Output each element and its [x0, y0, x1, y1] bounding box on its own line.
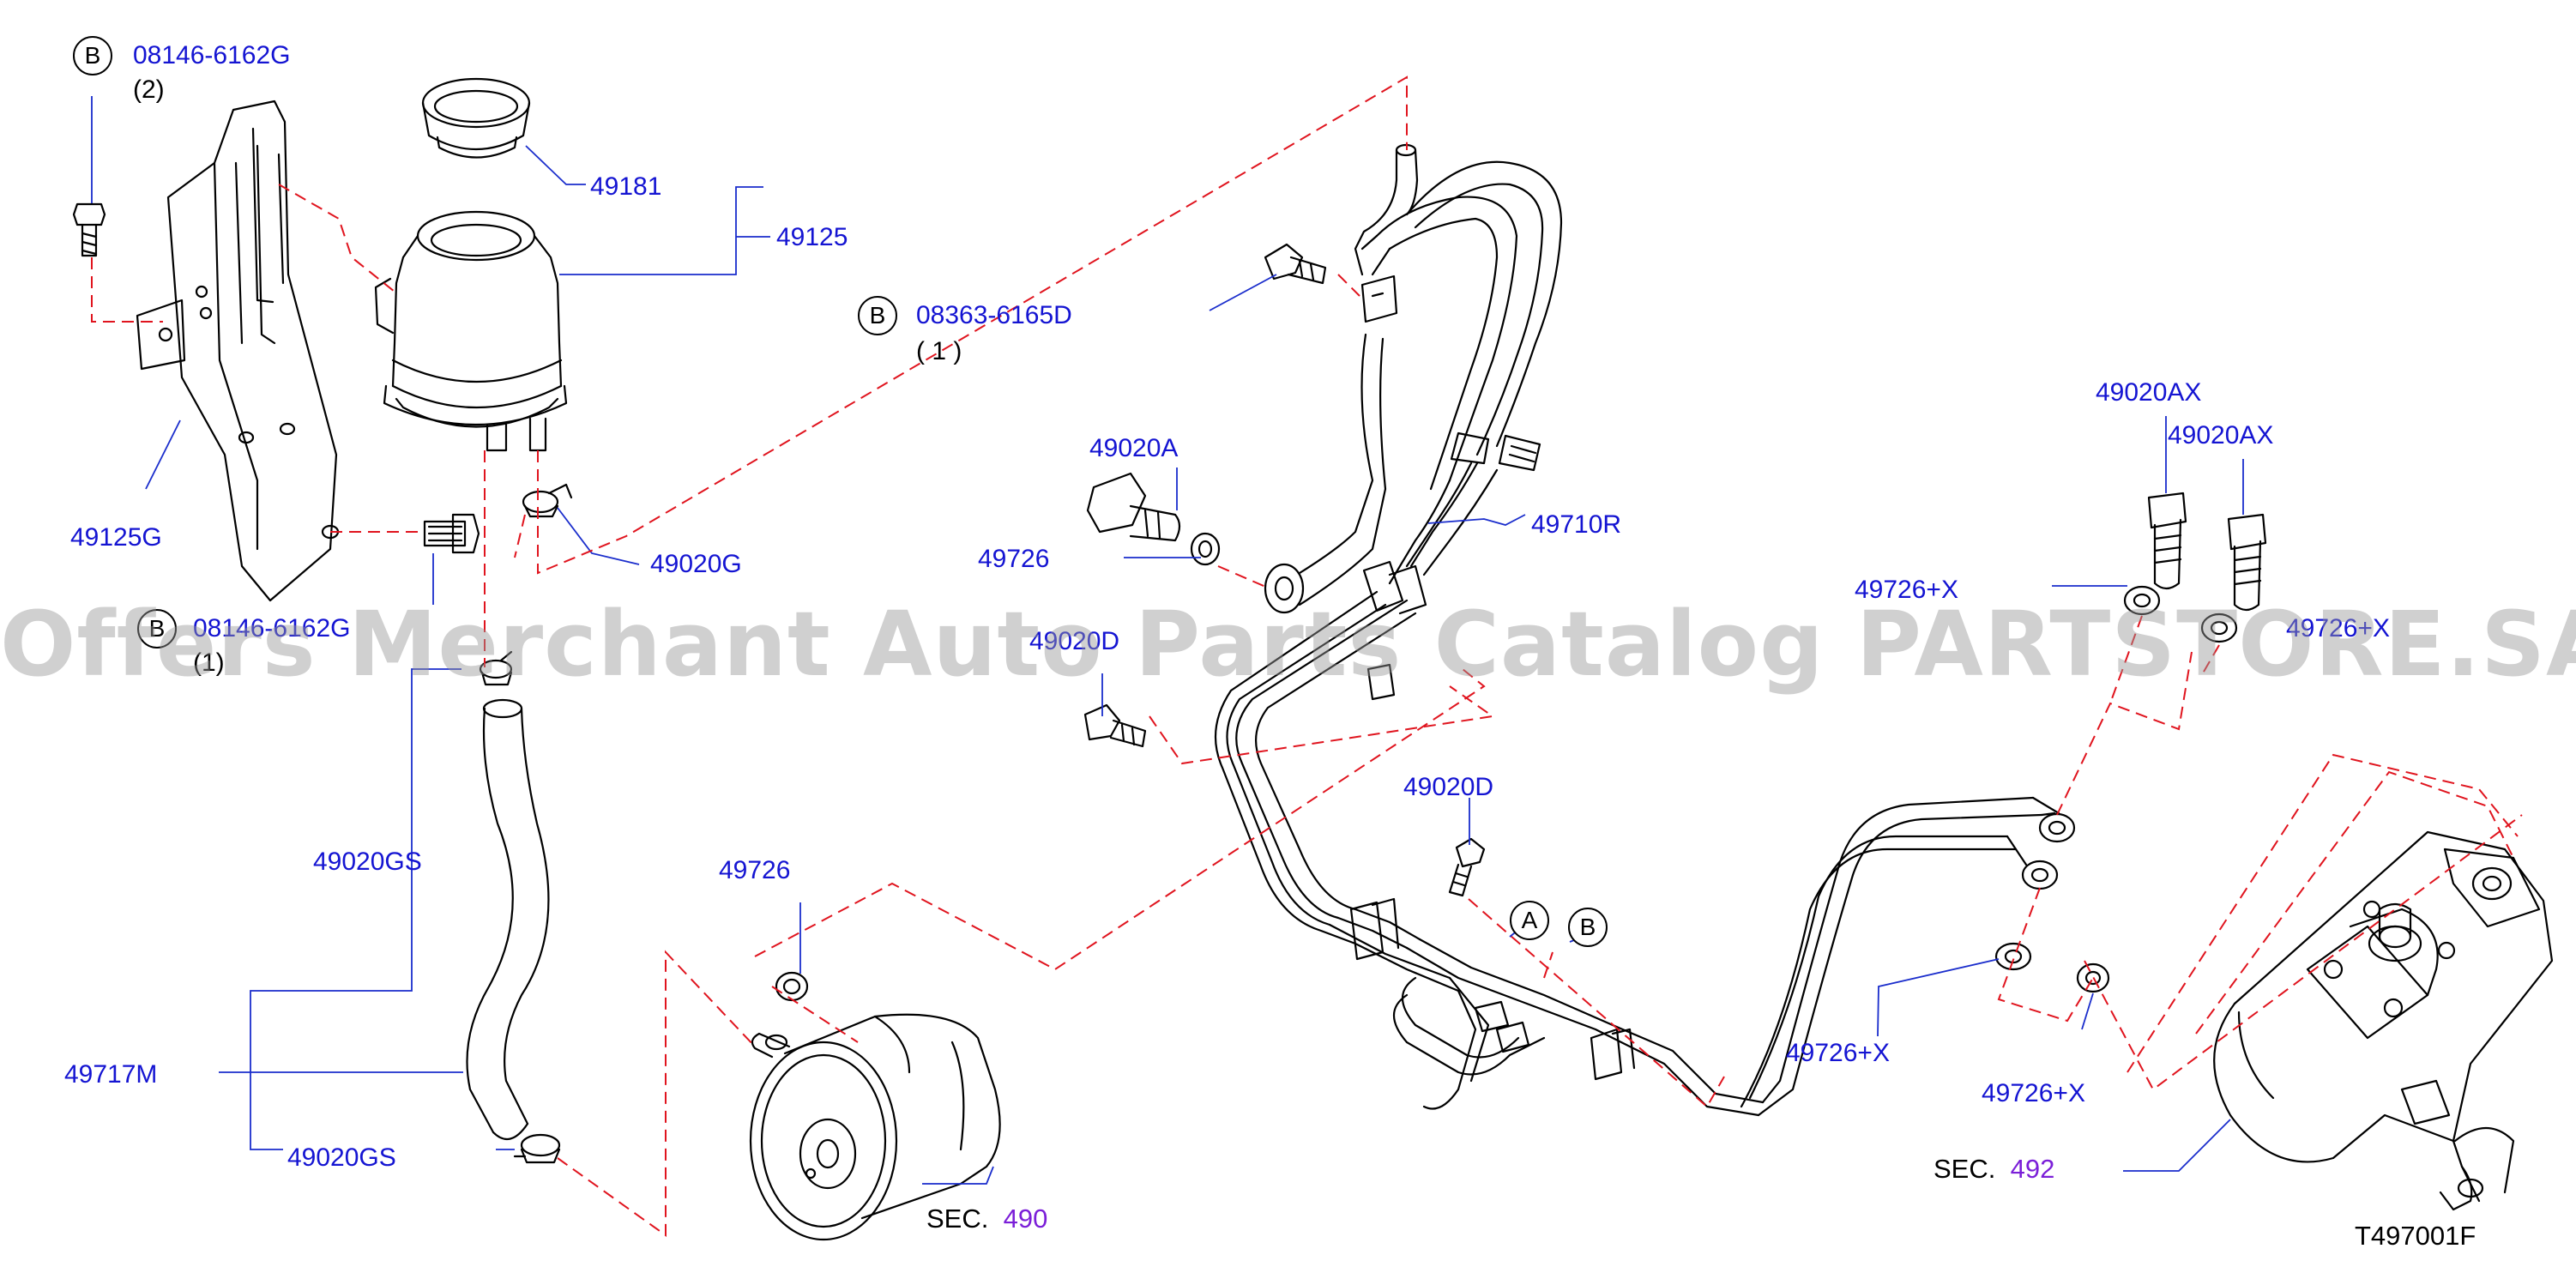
washer-49726-pump [775, 971, 809, 1002]
part-link-49726-upper[interactable]: 49726 [978, 545, 1050, 573]
section-ref-490[interactable]: SEC. 490 [926, 1205, 1047, 1232]
washer-49726 [1190, 532, 1221, 566]
part-link-49717M[interactable]: 49717M [64, 1060, 158, 1089]
callout-mark-b1: B [73, 36, 112, 75]
banjo-bolt-49020AX-2 [2227, 513, 2267, 612]
hose-clamp-upper [479, 650, 513, 686]
diagram-id: T497001F [2355, 1221, 2476, 1251]
eye-fitting [1264, 333, 1387, 614]
hose-bracket [1360, 275, 1398, 323]
part-link-49125[interactable]: 49125 [776, 223, 848, 251]
part-link-49726X-1[interactable]: 49726+X [1855, 576, 1958, 604]
qty-08146-6162G-lower: (1) [193, 649, 225, 677]
banjo-bolt-49020AX-1 [2147, 492, 2187, 590]
section-ref-492[interactable]: SEC. 492 [1934, 1155, 2054, 1182]
copper-washers [1994, 585, 2238, 993]
section-number-492[interactable]: 492 [2010, 1154, 2055, 1184]
callout-mark-b: B [1568, 908, 1608, 947]
part-link-49020D-upper[interactable]: 49020D [1029, 627, 1120, 655]
bolt-upper-left [72, 202, 106, 257]
section-number-490[interactable]: 490 [1003, 1204, 1048, 1234]
part-link-49020AX-2[interactable]: 49020AX [2168, 421, 2274, 449]
callout-mark-b2: B [137, 609, 177, 649]
part-link-49726X-2[interactable]: 49726+X [2286, 614, 2390, 643]
part-link-49726-lower[interactable]: 49726 [719, 856, 791, 884]
part-link-49726X-4[interactable]: 49726+X [1982, 1079, 2085, 1107]
part-link-08146-6162G-lower[interactable]: 08146-6162G [193, 614, 351, 643]
part-link-49020GS-upper[interactable]: 49020GS [313, 848, 422, 876]
reservoir-bracket [136, 100, 340, 602]
reservoir-cap [421, 77, 531, 159]
bolt-49020D-upper [1083, 703, 1147, 748]
part-link-49020G[interactable]: 49020G [650, 550, 742, 578]
line-end-fittings [2006, 796, 2076, 890]
part-link-49020A[interactable]: 49020A [1089, 434, 1179, 462]
callout-mark-a: A [1510, 901, 1549, 940]
part-link-49020GS-lower[interactable]: 49020GS [287, 1143, 396, 1172]
part-link-49710R[interactable]: 49710R [1531, 510, 1622, 539]
part-link-49125G[interactable]: 49125G [70, 523, 162, 552]
section-prefix: SEC. [926, 1204, 989, 1234]
power-steering-pump [749, 1013, 1001, 1241]
reservoir-tank [374, 210, 568, 452]
bolt-08363-6165D [1264, 243, 1327, 285]
qty-08363-6165D: ( 1 ) [916, 337, 962, 365]
part-link-49020D-lower[interactable]: 49020D [1403, 773, 1494, 801]
section-prefix: SEC. [1934, 1154, 1996, 1184]
clamp-49020G [522, 483, 573, 518]
bolt-49020D-lower [1448, 837, 1486, 897]
pressure-hose-assembly [1354, 143, 1563, 585]
steering-gear-box [2213, 830, 2554, 1211]
callout-mark-b3: B [858, 296, 897, 335]
part-link-49181[interactable]: 49181 [590, 172, 662, 201]
return-hose [466, 698, 550, 1141]
hard-lines [1214, 590, 2043, 1117]
part-link-49020AX-1[interactable]: 49020AX [2096, 378, 2202, 407]
bolt-lower-left [423, 513, 480, 554]
line-clamp-center [1362, 560, 1427, 701]
banjo-bolt-49020A [1086, 472, 1181, 542]
qty-08146-6162G-upper: (2) [133, 75, 165, 104]
hose-clamp-lower [513, 1133, 561, 1164]
part-link-08146-6162G-upper[interactable]: 08146-6162G [133, 41, 291, 69]
part-link-08363-6165D[interactable]: 08363-6165D [916, 301, 1072, 329]
part-link-49726X-3[interactable]: 49726+X [1786, 1039, 1890, 1067]
